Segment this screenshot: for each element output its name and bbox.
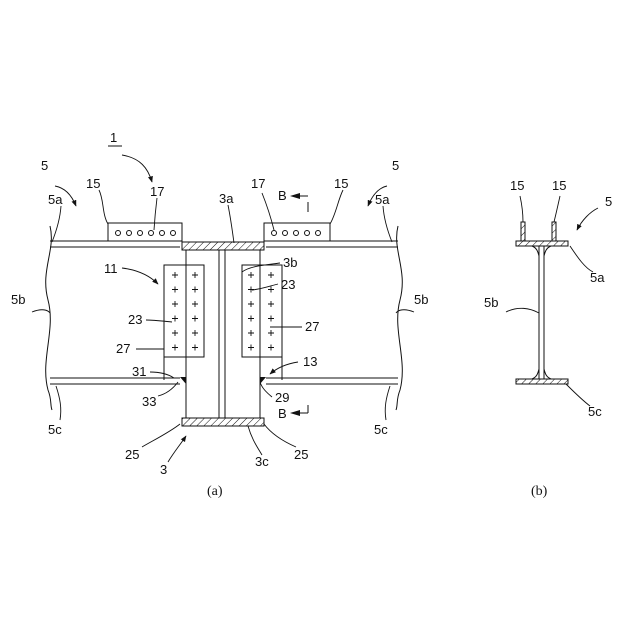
- right-beam: [266, 226, 402, 410]
- label-5-left: 5: [41, 158, 48, 173]
- label-5-b: 5: [605, 194, 612, 209]
- label-27-left: 27: [116, 341, 130, 356]
- bracket-left: [108, 223, 182, 241]
- label-5b-right: 5b: [414, 292, 428, 307]
- bolt-mark: [172, 345, 178, 351]
- splice-right: [242, 265, 282, 380]
- bolt-mark: [268, 272, 274, 278]
- label-31: 31: [132, 364, 146, 379]
- label-25-right: 25: [294, 447, 308, 462]
- label-5-right: 5: [392, 158, 399, 173]
- label-5c-b: 5c: [588, 404, 602, 419]
- label-B-top: B: [278, 188, 287, 203]
- left-beam: [46, 226, 180, 410]
- bolt-mark: [192, 330, 198, 336]
- bolt-mark: [172, 330, 178, 336]
- label-5a-b: 5a: [590, 270, 605, 285]
- bolt-mark: [192, 345, 198, 351]
- bolt-mark: [268, 345, 274, 351]
- label-29: 29: [275, 390, 289, 405]
- bolt-mark: [192, 301, 198, 307]
- label-25-left: 25: [125, 447, 139, 462]
- label-27-right: 27: [305, 319, 319, 334]
- label-15-b1: 15: [510, 178, 524, 193]
- weld-right: [260, 377, 266, 384]
- bolt-mark: [268, 301, 274, 307]
- bolt-mark: [248, 272, 254, 278]
- label-15-left: 15: [86, 176, 100, 191]
- column-3: [182, 242, 264, 426]
- bracket-right: [264, 223, 330, 241]
- bolt-mark: [248, 316, 254, 322]
- label-15-b2: 15: [552, 178, 566, 193]
- bolt-marks: [172, 272, 274, 351]
- bolt-holes-left: [116, 231, 176, 236]
- label-5a-left: 5a: [48, 192, 63, 207]
- bolt-mark: [268, 316, 274, 322]
- label-17-right: 17: [251, 176, 265, 191]
- weld-left: [180, 377, 186, 384]
- figure-a: 1 5 5 15 17 3a 17 B 15 5a 5a 11 3b 23 5b…: [11, 130, 428, 499]
- bolt-mark: [268, 330, 274, 336]
- label-5a-right: 5a: [375, 192, 390, 207]
- label-33: 33: [142, 394, 156, 409]
- label-23-left: 23: [128, 312, 142, 327]
- bolt-mark: [172, 316, 178, 322]
- label-5c-right: 5c: [374, 422, 388, 437]
- section-marker-top: [290, 193, 308, 212]
- bolt-holes-right: [272, 231, 321, 236]
- caption-b: (b): [531, 484, 548, 499]
- label-1: 1: [110, 130, 117, 145]
- bolt-mark: [172, 287, 178, 293]
- bolt-mark: [172, 272, 178, 278]
- label-B-bottom: B: [278, 406, 287, 421]
- bolt-mark: [192, 287, 198, 293]
- caption-a: (a): [207, 484, 223, 499]
- splice-left: [164, 265, 204, 380]
- figure-b: 15 15 5 5a 5b 5c (b): [484, 178, 612, 499]
- bolt-mark: [248, 301, 254, 307]
- column-flange-3c: [182, 418, 264, 426]
- label-11: 11: [104, 261, 118, 276]
- label-5b-b: 5b: [484, 295, 498, 310]
- label-3: 3: [160, 462, 167, 477]
- bolt-mark: [248, 330, 254, 336]
- label-13: 13: [303, 354, 317, 369]
- section-marker-bottom: [290, 405, 308, 416]
- label-5b-left: 5b: [11, 292, 25, 307]
- label-3c: 3c: [255, 454, 269, 469]
- bolt-mark: [172, 301, 178, 307]
- column-flange-3a: [182, 242, 264, 250]
- label-3b: 3b: [283, 255, 297, 270]
- bolt-mark: [192, 272, 198, 278]
- label-5c-left: 5c: [48, 422, 62, 437]
- label-17-left: 17: [150, 184, 164, 199]
- bolt-mark: [268, 287, 274, 293]
- bolt-mark: [248, 345, 254, 351]
- label-23-right: 23: [281, 277, 295, 292]
- label-15-right: 15: [334, 176, 348, 191]
- label-3a: 3a: [219, 191, 234, 206]
- bolt-mark: [192, 316, 198, 322]
